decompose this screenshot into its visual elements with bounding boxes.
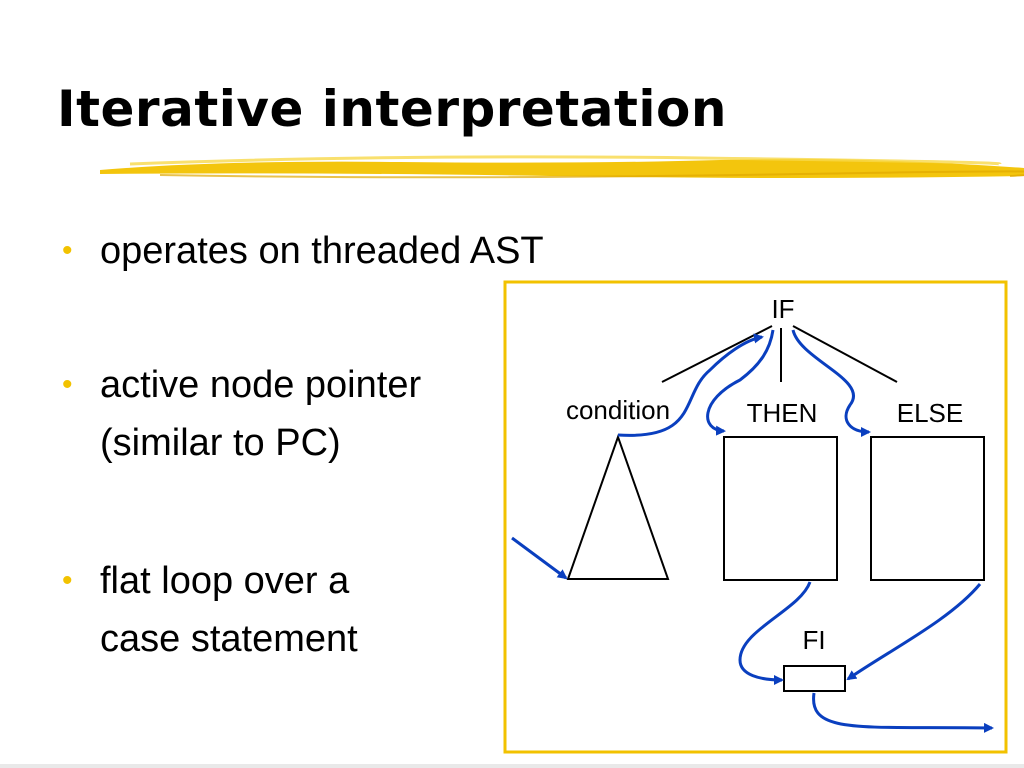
fi-node-box xyxy=(783,665,846,692)
fi-label: FI xyxy=(802,625,825,655)
condition-subtree-triangle xyxy=(566,433,670,580)
slide-bottom-rule xyxy=(0,764,1024,768)
bullet-line: operates on threaded AST xyxy=(100,230,544,272)
if-to-condition-edge xyxy=(661,325,773,383)
if-to-then-thread xyxy=(706,329,775,436)
then-to-fi-thread xyxy=(738,581,812,685)
else-label: ELSE xyxy=(897,398,964,428)
if-to-else-thread xyxy=(791,329,871,437)
else-subtree-box xyxy=(870,436,985,581)
title-underline-brush xyxy=(100,155,1024,179)
bullet-line: flat loop over a xyxy=(100,560,350,602)
slide-title: Iterative interpretation xyxy=(57,80,727,138)
else-to-fi-thread xyxy=(846,583,982,681)
bullet-dot-icon: • xyxy=(62,368,73,401)
condition-label: condition xyxy=(566,395,670,425)
bullet-line: (similar to PC) xyxy=(100,422,341,464)
bullet-line: active node pointer xyxy=(100,364,422,406)
bullet-item-2: • active node pointer (similar to PC) xyxy=(62,356,522,472)
fi-exit-thread xyxy=(812,692,994,733)
bullet-item-1: • operates on threaded AST xyxy=(62,222,544,280)
condition-to-if-thread xyxy=(617,333,764,437)
if-label: IF xyxy=(771,294,794,324)
bullet-line: case statement xyxy=(100,618,358,660)
bullet-item-3: • flat loop over a case statement xyxy=(62,552,522,668)
if-to-else-edge xyxy=(792,325,898,383)
then-subtree-box xyxy=(723,436,838,581)
thread-arrows xyxy=(511,329,994,733)
then-label: THEN xyxy=(747,398,818,428)
bullet-dot-icon: • xyxy=(62,234,73,267)
entry-thread-arrow xyxy=(511,536,568,580)
bullet-dot-icon: • xyxy=(62,564,73,597)
diagram-frame xyxy=(503,280,1008,754)
